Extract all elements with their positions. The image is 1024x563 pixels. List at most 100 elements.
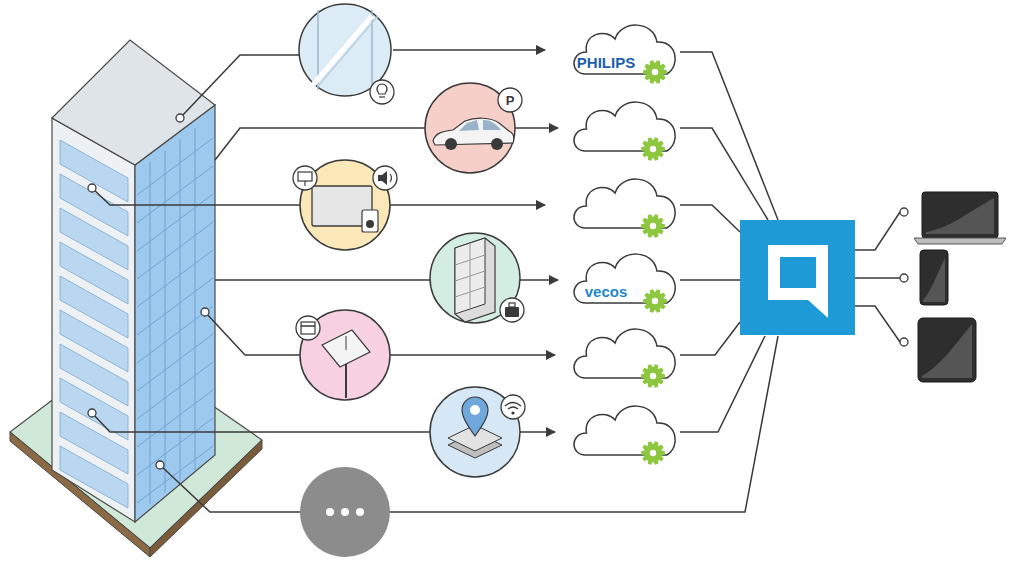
building [137, 362, 213, 419]
car [433, 118, 514, 150]
laptop [926, 198, 994, 234]
location-icon [501, 395, 525, 419]
lighting-icon [318, 16, 378, 86]
booking-icon [345, 364, 347, 398]
cloud [641, 364, 665, 388]
building [137, 128, 213, 504]
building [135, 105, 215, 522]
building [52, 40, 215, 165]
lighting-icon [299, 4, 394, 104]
av-icon [378, 171, 387, 185]
platform-logo [780, 257, 816, 288]
wire [680, 205, 740, 232]
av-icon [293, 160, 397, 250]
wire [390, 204, 545, 206]
cloud [641, 441, 665, 465]
wire [160, 465, 300, 512]
wire-dot [176, 114, 184, 122]
more-icon [300, 467, 390, 557]
wire [520, 279, 558, 281]
wire [680, 52, 778, 220]
lighting-icon [312, 16, 372, 86]
booking-icon [301, 322, 315, 334]
booking-icon [301, 325, 315, 327]
av-icon [373, 166, 397, 190]
location-icon [511, 411, 514, 414]
wire-dot [900, 338, 908, 346]
wire [390, 354, 555, 356]
locker-icon [430, 233, 520, 323]
wire [520, 431, 555, 433]
wire-dot [900, 274, 908, 282]
wire [855, 306, 900, 342]
building [10, 40, 262, 557]
locker-icon [430, 233, 524, 323]
building [52, 118, 135, 522]
booking-icon [296, 316, 320, 340]
parking-icon: P [425, 83, 515, 173]
building [137, 250, 213, 307]
wire-dot [88, 409, 96, 417]
building [137, 194, 213, 251]
building [137, 418, 213, 475]
locker-icon [470, 243, 471, 309]
more-icon [341, 508, 349, 516]
cloud [574, 102, 675, 161]
locker-icon [455, 238, 495, 322]
wire [393, 49, 545, 51]
wire [680, 279, 740, 281]
cloud [641, 137, 665, 161]
building [137, 390, 213, 447]
building [137, 222, 213, 279]
wire [680, 322, 740, 355]
laptop [922, 192, 998, 238]
av-icon [293, 166, 317, 190]
more-icon [300, 467, 390, 557]
locker-icon [509, 303, 515, 307]
booking-icon [346, 336, 347, 350]
av-icon [366, 220, 374, 228]
lighting-icon [377, 84, 387, 94]
gear [643, 60, 667, 84]
tablet [922, 324, 972, 378]
wire [215, 279, 430, 281]
av-icon [362, 210, 378, 232]
phone [923, 258, 945, 302]
wire [92, 413, 430, 432]
wire [515, 127, 558, 129]
gear [643, 289, 667, 313]
cloud [574, 406, 675, 465]
car [445, 138, 457, 150]
lighting-icon [370, 80, 394, 104]
service-cloud: vecos [570, 247, 680, 307]
more-icon [356, 508, 364, 516]
building [137, 334, 213, 391]
phone [920, 250, 948, 305]
lighting-icon [379, 96, 385, 97]
wire [215, 128, 425, 160]
icon-circle [425, 83, 515, 173]
service-cloud: PHILIPS [570, 18, 680, 78]
building [137, 446, 213, 503]
car [459, 120, 501, 131]
av-icon [390, 174, 392, 182]
cloud [574, 329, 675, 388]
location-icon [505, 403, 521, 410]
logo-text: PHILIPS [577, 55, 635, 70]
booking-icon [322, 330, 370, 367]
wire-dot [900, 208, 908, 216]
booking-icon [296, 310, 390, 400]
wire [680, 336, 765, 432]
building [137, 306, 213, 363]
wire [92, 188, 300, 205]
locker-icon [505, 307, 519, 317]
laptop [914, 192, 1006, 244]
phone [920, 250, 948, 305]
wire [855, 277, 900, 279]
av-icon [304, 181, 305, 186]
building [137, 138, 213, 195]
car [491, 138, 503, 150]
platform-logo [768, 245, 828, 318]
